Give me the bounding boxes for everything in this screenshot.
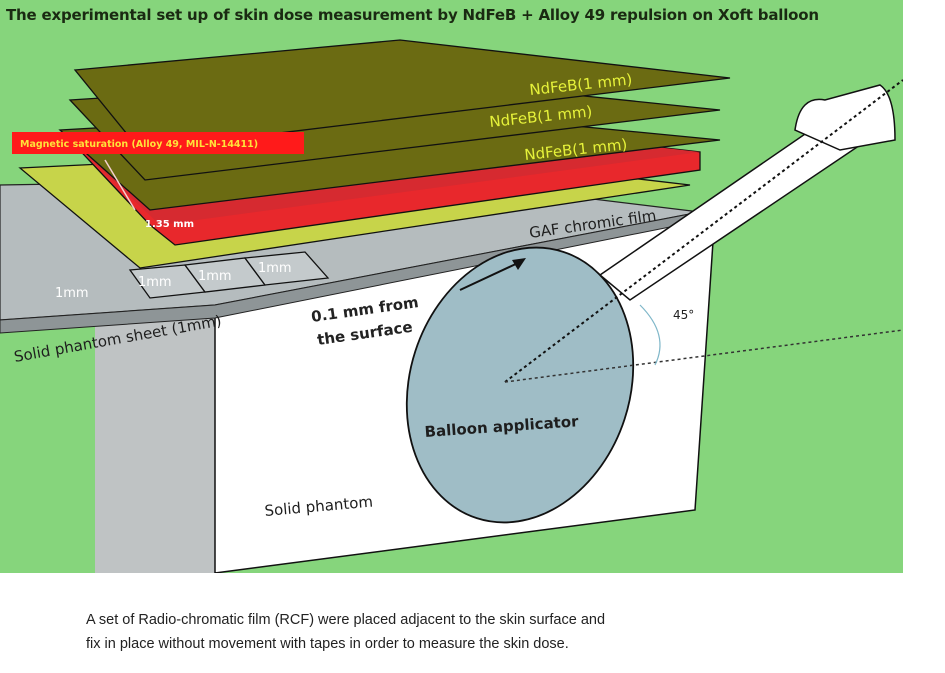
setup-diagram: NdFeB(1 mm) NdFeB(1 mm) NdFeB(1 mm) Magn… xyxy=(0,39,904,574)
sheet-label-4: 1mm xyxy=(258,261,292,276)
alloy-callout-box xyxy=(12,132,304,154)
caption-line-2: fix in place without movement with tapes… xyxy=(86,636,569,652)
figure-caption: A set of Radio-chromatic film (RCF) were… xyxy=(86,608,605,656)
sheet-label-3: 1mm xyxy=(198,269,232,284)
sheet-strip-3 xyxy=(243,251,330,286)
caption-line-1: A set of Radio-chromatic film (RCF) were… xyxy=(86,612,606,628)
angle-arc xyxy=(639,304,661,366)
applicator-handle xyxy=(794,84,896,151)
sheet-label-1: 1mm xyxy=(55,286,89,301)
angle-label: 45° xyxy=(673,308,694,322)
distance-arrow xyxy=(459,261,521,291)
solid-phantom-block-left-face xyxy=(95,290,215,573)
distance-arrowhead-icon xyxy=(512,258,526,270)
sheet-label-2: 1mm xyxy=(138,275,172,290)
alloy-callout-arrow xyxy=(104,159,136,211)
figure-title: The experimental set up of skin dose mea… xyxy=(6,6,819,24)
axis-line-diagonal xyxy=(504,79,904,383)
axis-line-horizontal xyxy=(504,329,904,383)
setup-figure: NdFeB(1 mm) NdFeB(1 mm) NdFeB(1 mm) Magn… xyxy=(0,0,904,574)
ndfeb-plate-1 xyxy=(73,39,731,151)
alloy-thickness-label: 1.35 mm xyxy=(145,219,194,230)
alloy-callout-label: Magnetic saturation (Alloy 49, MIL-N-144… xyxy=(20,139,258,150)
balloon-applicator-shape xyxy=(405,246,635,524)
